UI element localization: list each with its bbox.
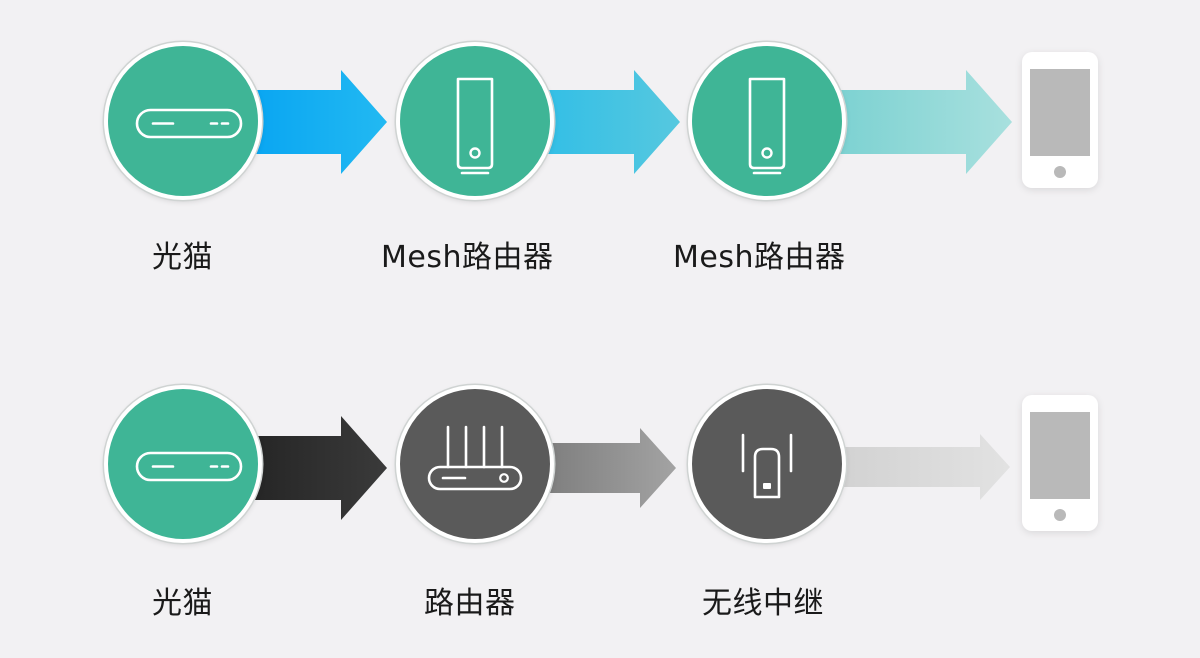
label-mesh-modem: 光猫	[152, 240, 213, 275]
node-modem-mesh	[104, 42, 262, 200]
arrow-mesh-2	[548, 70, 680, 174]
label-wireless-repeater: 无线中继	[702, 586, 824, 621]
label-router: 路由器	[424, 586, 516, 621]
label-mesh-router-2: Mesh路由器	[673, 240, 846, 275]
smartphone-icon	[1022, 52, 1098, 188]
arrow-repeater-1	[255, 416, 387, 520]
modem-icon	[135, 108, 243, 139]
label-repeater-modem: 光猫	[152, 586, 213, 621]
smartphone-icon	[1022, 395, 1098, 531]
node-wireless-repeater	[688, 385, 846, 543]
arrow-mesh-1	[255, 70, 387, 174]
router-antennas-icon	[427, 425, 523, 491]
node-mesh-router-1	[396, 42, 554, 200]
modem-icon	[135, 451, 243, 482]
arrow-mesh-3	[840, 70, 1012, 174]
phone-screen	[1030, 69, 1090, 156]
node-mesh-router-2	[688, 42, 846, 200]
node-router	[396, 385, 554, 543]
phone-home-button	[1054, 509, 1066, 521]
phone-home-button	[1054, 166, 1066, 178]
label-mesh-router-1: Mesh路由器	[381, 240, 554, 275]
arrow-repeater-2	[548, 428, 676, 508]
mesh-router-icon	[748, 77, 786, 175]
mesh-router-icon	[456, 77, 494, 175]
arrow-repeater-3	[840, 434, 1010, 500]
node-modem-repeater	[104, 385, 262, 543]
phone-screen	[1030, 412, 1090, 499]
wifi-repeater-icon	[741, 433, 793, 499]
